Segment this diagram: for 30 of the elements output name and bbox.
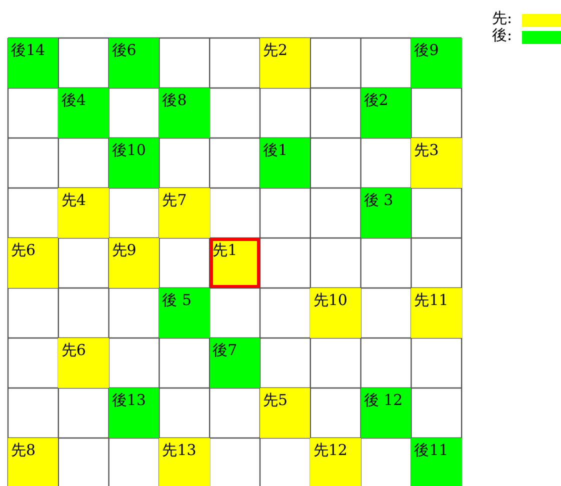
move-square: 後2 <box>360 88 412 138</box>
move-square: 先6 <box>58 338 109 388</box>
move-square: 先2 <box>260 38 310 88</box>
move-square: 先4 <box>58 188 109 238</box>
move-square: 先7 <box>159 188 210 238</box>
move-square: 後1 <box>260 138 310 188</box>
move-square: 後 5 <box>159 288 210 338</box>
move-square: 先3 <box>411 138 462 188</box>
move-square: 後 12 <box>360 388 412 438</box>
move-square: 先5 <box>260 388 310 438</box>
move-square: 後14 <box>8 38 58 88</box>
move-square: 後11 <box>411 438 462 486</box>
move-square: 後 3 <box>360 188 412 238</box>
move-square: 先6 <box>8 238 58 288</box>
move-square: 後7 <box>210 338 260 388</box>
move-square: 後8 <box>159 88 210 138</box>
legend-label: 後: <box>492 27 512 43</box>
move-square: 後9 <box>411 38 462 88</box>
move-square: 先12 <box>310 438 361 486</box>
move-square: 先9 <box>108 238 160 288</box>
move-square: 先8 <box>8 438 58 486</box>
move-square: 先11 <box>411 288 462 338</box>
move-square: 後6 <box>108 38 160 88</box>
move-square: 後10 <box>108 138 160 188</box>
move-square: 後4 <box>58 88 109 138</box>
move-square: 先13 <box>159 438 210 486</box>
highlighted-move-square: 先1 <box>210 238 260 288</box>
move-square: 後13 <box>108 388 160 438</box>
legend-label: 先: <box>492 10 512 26</box>
move-square: 先10 <box>310 288 361 338</box>
